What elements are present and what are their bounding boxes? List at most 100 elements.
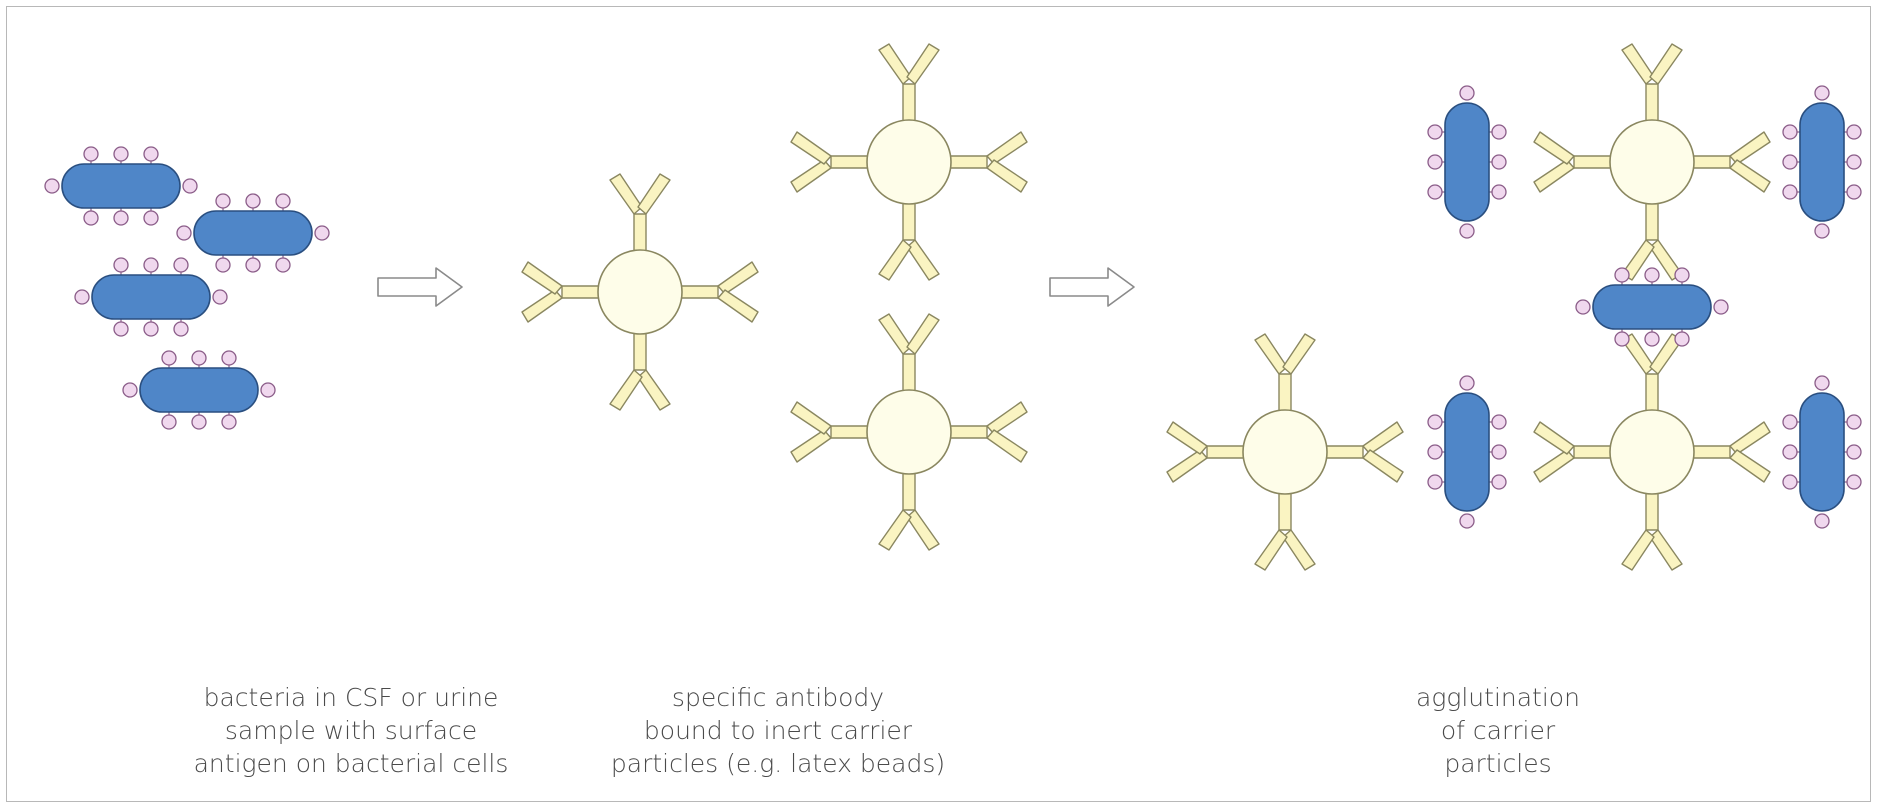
caption-line: of carrier [1258,714,1738,747]
antigen-icon [1645,332,1659,346]
latex-bead-icon [1610,410,1694,494]
antibody-icon [1692,132,1770,192]
antibody-layer [522,44,1027,550]
antigen-icon [1428,185,1442,199]
antigen-icon [1615,268,1629,282]
antigen-icon [1492,445,1506,459]
antigen-icon [177,226,191,240]
caption-line: bound to inert carrier [538,714,1018,747]
antigen-icon [114,258,128,272]
arrow-right-icon [378,268,462,306]
antigen-icon [144,322,158,336]
agglutination-panel [1167,44,1861,570]
caption-line: particles (e.g. latex beads) [538,747,1018,780]
bacterium-icon [1576,268,1728,346]
caption-line: sample with surface [111,714,591,747]
antibody-icon [1534,132,1612,192]
antigen-icon [1675,332,1689,346]
antigen-icon [276,194,290,208]
antigen-icon [1492,155,1506,169]
antibody-icon [879,314,939,392]
antigen-icon [114,211,128,225]
antigen-icon [1428,125,1442,139]
antibody-coated-bead [1534,44,1770,280]
antigen-icon [1428,445,1442,459]
caption-antibody-particles: specific antibody bound to inert carrier… [538,681,1018,780]
antibody-icon [610,174,670,252]
antigen-icon [162,351,176,365]
antigen-icon [315,226,329,240]
antibody-icon [879,202,939,280]
antigen-icon [1783,445,1797,459]
caption-line: antigen on bacterial cells [111,747,591,780]
antibody-icon [1255,334,1315,412]
antibody-icon [949,132,1027,192]
antibody-icon [791,132,869,192]
antibody-icon [791,402,869,462]
caption-line: agglutination [1258,681,1738,714]
antibody-icon [1534,422,1612,482]
antigen-icon [144,258,158,272]
antigen-icon [114,147,128,161]
antigen-icon [174,322,188,336]
bacterium-icon [123,351,275,429]
bacterium-icon [45,147,197,225]
antibody-coated-bead [791,314,1027,550]
antigen-icon [1847,475,1861,489]
antigen-icon [222,415,236,429]
caption-line: bacteria in CSF or urine [111,681,591,714]
antibody-coated-bead [1534,334,1770,570]
antibody-icon [879,44,939,122]
bacterium-icon [1783,86,1861,238]
latex-bead-icon [867,390,951,474]
antibody-coated-bead [522,174,758,410]
antigen-icon [144,211,158,225]
antibody-icon [1325,422,1403,482]
antigen-icon [1783,125,1797,139]
antigen-icon [1492,475,1506,489]
antigen-icon [246,258,260,272]
caption-line: specific antibody [538,681,1018,714]
arrow-right-icon [1050,268,1134,306]
antigen-icon [84,211,98,225]
antigen-icon [162,415,176,429]
antigen-icon [114,322,128,336]
bacteria-panel [45,147,329,429]
antigen-icon [1847,415,1861,429]
antigen-icon [1714,300,1728,314]
antigen-icon [1783,415,1797,429]
caption-bacteria-sample: bacteria in CSF or urine sample with sur… [111,681,591,780]
bacterium-icon [1428,86,1506,238]
antigen-icon [1847,445,1861,459]
antibody-icon [1622,44,1682,122]
latex-bead-icon [1610,120,1694,204]
antigen-icon [183,179,197,193]
antigen-icon [192,415,206,429]
latex-bead-icon [867,120,951,204]
bacterium-icon [177,194,329,272]
antibody-icon [1622,492,1682,570]
bacterium-icon [75,258,227,336]
antibody-coated-bead [1167,334,1403,570]
antibody-coated-bead [791,44,1027,280]
antigen-icon [213,290,227,304]
antigen-icon [1645,268,1659,282]
antigen-icon [45,179,59,193]
antigen-icon [261,383,275,397]
antigen-icon [1675,268,1689,282]
antigen-icon [1783,185,1797,199]
antigen-icon [1783,475,1797,489]
antigen-icon [1460,224,1474,238]
antigen-icon [1460,86,1474,100]
antigen-icon [222,351,236,365]
antigen-icon [216,194,230,208]
antigen-icon [1492,125,1506,139]
antigen-icon [123,383,137,397]
antigen-icon [1847,155,1861,169]
latex-bead-icon [1243,410,1327,494]
antigen-icon [75,290,89,304]
caption-agglutination: agglutination of carrier particles [1258,681,1738,780]
antigen-icon [1815,224,1829,238]
antigen-icon [1428,415,1442,429]
antigen-icon [1492,415,1506,429]
